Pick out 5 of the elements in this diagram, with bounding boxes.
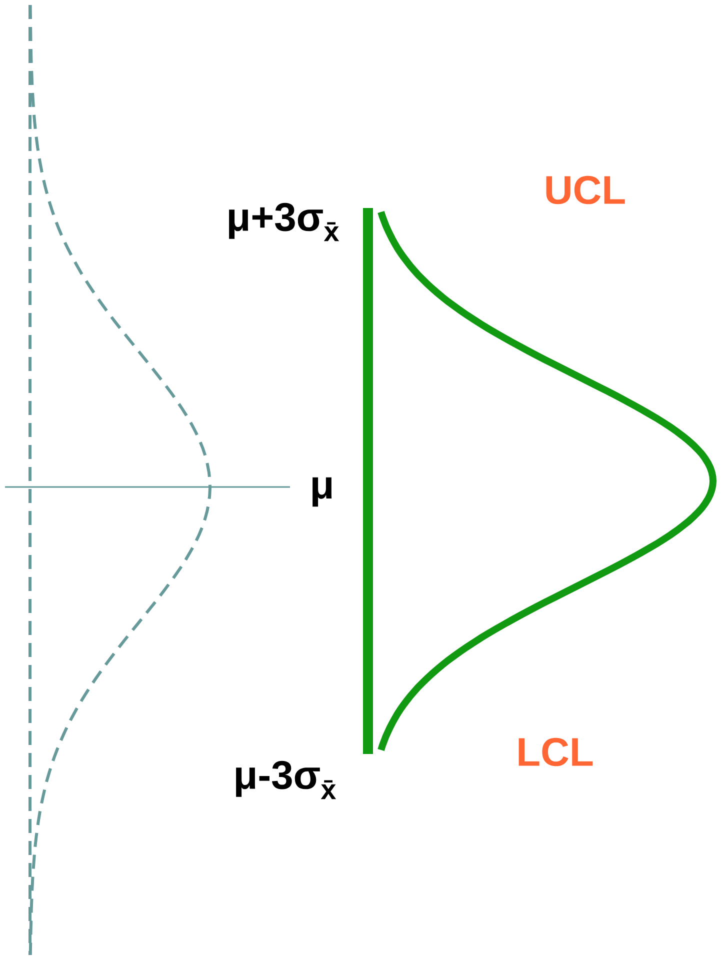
limit-label: μ+3σ$_{x̄}$: [229, 202, 340, 242]
mean-label: μ: [312, 477, 332, 507]
limit-name: UCL: [546, 176, 625, 204]
limit-name: LCL: [518, 738, 593, 766]
limit-label: μ-3σ$_{x̄}$: [236, 760, 336, 800]
